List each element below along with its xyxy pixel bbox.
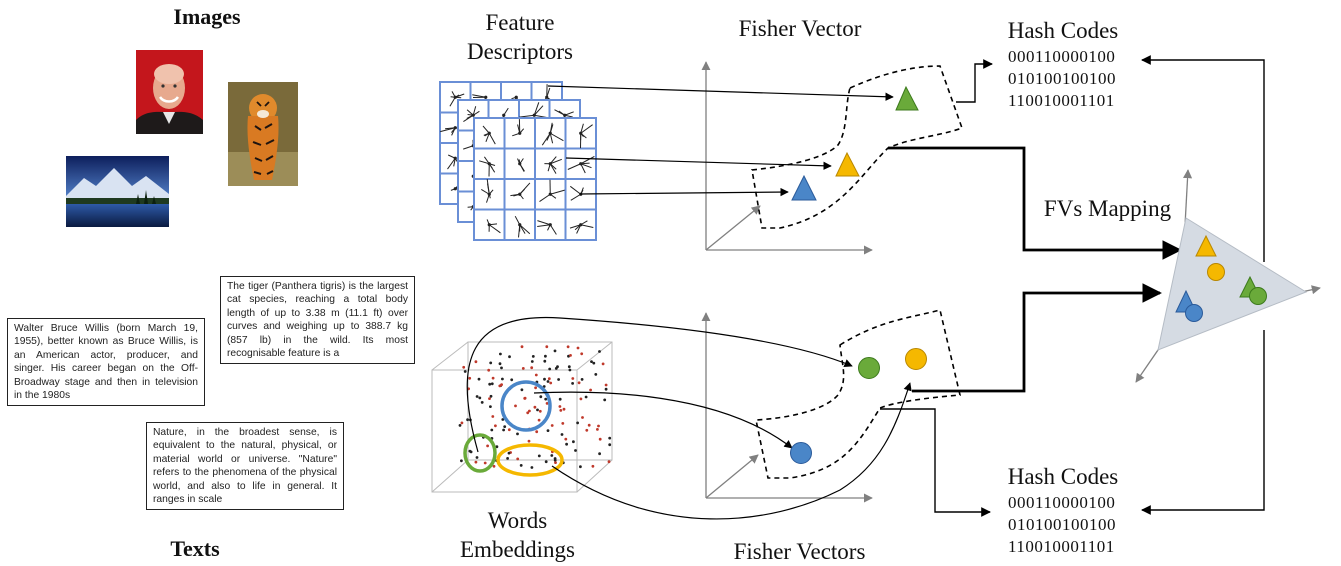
feature-descriptors-label: Feature Descriptors: [445, 8, 595, 66]
arrow-descriptor-green: [548, 86, 893, 97]
fv-yellow-circle: [906, 349, 927, 370]
common-space-triangle: [1158, 218, 1306, 350]
arrow-to-hash-bottom: [880, 409, 990, 512]
hash-code-row: 110010001101: [1008, 536, 1116, 558]
fv-green-triangle: [896, 87, 918, 110]
landscape-photo: [66, 156, 169, 227]
hash-code-row: 000110000100: [1008, 46, 1116, 68]
fv-blue-circle: [791, 443, 812, 464]
hash-code-row: 110010001101: [1008, 90, 1116, 112]
embedding-scatter-points: [459, 345, 611, 469]
hash-codes-list-top: 000110000100 010100100100 110010001101: [1008, 46, 1116, 112]
feature-descriptors-line2: Descriptors: [445, 37, 595, 66]
arrow-embedding-green: [467, 317, 852, 452]
feature-descriptor-grids: [440, 82, 596, 240]
text-note-nature: Nature, in the broadest sense, is equiva…: [146, 422, 344, 510]
fisher-vector-axes-bottom: [706, 313, 872, 498]
arrow-descriptor-yellow: [566, 158, 831, 166]
hash-code-row: 000110000100: [1008, 492, 1116, 514]
words-embeddings-line2: Embeddings: [440, 535, 595, 564]
embedding-cube: [432, 342, 612, 492]
mapped-blue-circle: [1186, 305, 1203, 322]
fvs-mapping-label: FVs Mapping: [1030, 194, 1185, 223]
arrow-to-hash-top: [956, 64, 992, 102]
fisher-vectors-label: Fisher Vectors: [712, 537, 887, 566]
hash-codes-title-bottom: Hash Codes: [988, 462, 1138, 491]
arrow-embedding-blue: [534, 392, 792, 448]
person-photo: [136, 50, 203, 134]
fv-blue-triangle: [792, 176, 816, 200]
tiger-photo: [228, 82, 298, 186]
cluster-blue-ellipse: [502, 382, 550, 430]
hash-code-row: 010100100100: [1008, 514, 1116, 536]
fv-yellow-triangle: [836, 153, 859, 176]
words-embeddings-label: Words Embeddings: [440, 506, 595, 564]
images-title: Images: [152, 4, 262, 30]
arrow-mapping-to-hash-bottom: [1142, 330, 1264, 510]
fisher-vector-label: Fisher Vector: [715, 14, 885, 43]
fv-green-circle: [859, 358, 880, 379]
words-embeddings-line1: Words: [440, 506, 595, 535]
hash-code-row: 010100100100: [1008, 68, 1116, 90]
cluster-green-ellipse: [465, 435, 495, 471]
text-note-tiger: The tiger (Panthera tigris) is the large…: [220, 276, 415, 364]
text-note-willis: Walter Bruce Willis (born March 19, 1955…: [7, 318, 205, 406]
texts-title: Texts: [140, 536, 250, 562]
mapped-green-circle: [1250, 288, 1267, 305]
feature-descriptors-line1: Feature: [445, 8, 595, 37]
arrow-fv-bottom-to-mapping: [912, 293, 1160, 391]
fisher-manifold-bottom: [756, 310, 960, 478]
hash-codes-list-bottom: 000110000100 010100100100 110010001101: [1008, 492, 1116, 558]
hash-codes-title-top: Hash Codes: [988, 16, 1138, 45]
mapped-yellow-circle: [1208, 264, 1225, 281]
